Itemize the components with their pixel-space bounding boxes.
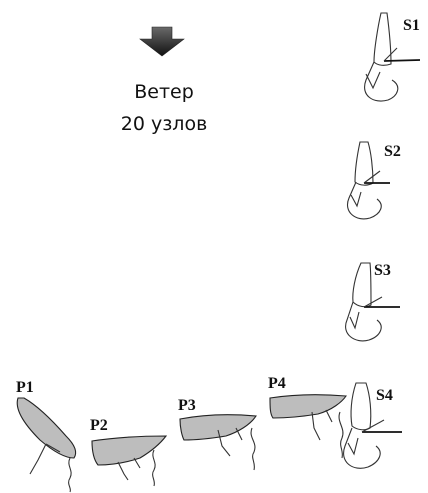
sail-p3: P3: [178, 397, 257, 471]
wind-label: Ветер: [134, 81, 194, 103]
label-s2: S2: [384, 143, 401, 160]
wind-caption: Ветер 20 узлов: [74, 76, 254, 140]
label-p4: P4: [268, 375, 286, 392]
sail-p4: P4: [268, 375, 347, 459]
label-p3: P3: [178, 397, 196, 414]
label-s1: S1: [403, 17, 420, 34]
sail-s4: S4: [343, 382, 402, 469]
down-arrow-icon: [139, 26, 185, 57]
label-p2: P2: [90, 417, 108, 434]
sail-p1: P1: [16, 379, 77, 493]
sail-p2: P2: [90, 417, 168, 487]
label-s3: S3: [374, 262, 391, 279]
sail-s2: S2: [347, 141, 401, 220]
sail-s3: S3: [345, 262, 400, 342]
label-p1: P1: [16, 379, 34, 396]
label-s4: S4: [376, 387, 393, 404]
wind-speed: 20 узлов: [120, 113, 208, 135]
sail-s1: S1: [364, 12, 421, 102]
